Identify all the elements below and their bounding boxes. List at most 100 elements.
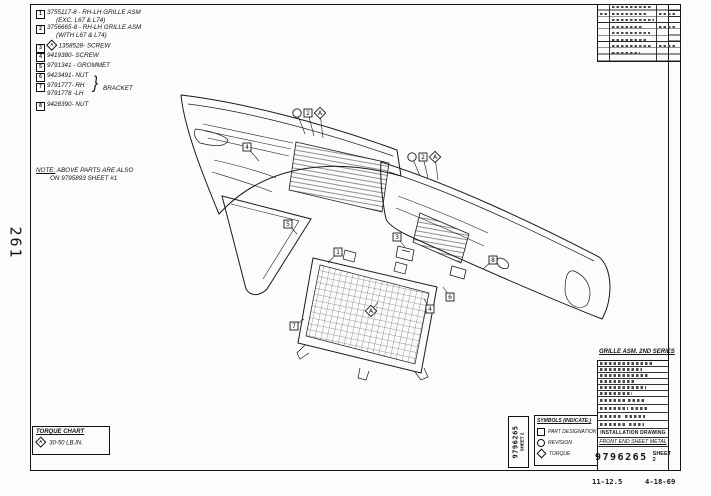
torque-a-icon: A [35,436,47,448]
illegible-text [612,19,654,21]
vertical-sheet-number: SHEET 2 [518,432,524,452]
svg-text:2: 2 [421,154,425,161]
part-text: 3756665-8 - RH-LH GRILLE ASM [47,24,142,31]
footer-reference: 11-12.5 [592,477,623,486]
title-block-row [598,391,668,397]
revision-table [597,4,681,62]
title-block-row [598,385,668,391]
illegible-text [600,13,607,15]
callout-square-2: 2 [418,152,429,179]
drawing-type: INSTALLATION DRAWING [598,429,668,438]
footer-date: 4-18-69 [645,477,676,486]
part-text: 9423491- NUT [47,72,89,79]
svg-text:3: 3 [395,234,399,241]
illegible-text [659,45,676,47]
right-margin-strip [668,4,669,470]
illegible-text [600,362,655,365]
callout-circle [407,152,421,177]
drawing-number-row: 9796265 SHEET 2 [595,447,671,467]
part-text: 9791777- RH [47,82,85,89]
vertical-sheet-label: 9796265 SHEET 2 [508,416,529,468]
left-grille-frame [180,94,402,215]
part-marker-square: 2 [36,25,45,34]
revision-col-line [609,4,610,61]
svg-text:1: 1 [336,249,340,256]
svg-text:A: A [369,308,374,315]
part-marker-square: 1 [36,10,45,19]
illegible-text [600,399,626,402]
note: NOTE: ABOVE PARTS ARE ALSO ON 9795893 SH… [36,167,133,182]
title-block-row [598,379,668,385]
svg-text:7: 7 [292,323,296,330]
part-text-cont: 9791778 -LH [47,90,84,97]
illegible-text [612,39,646,41]
note-text: ABOVE PARTS ARE ALSO [55,167,134,174]
symbols-label: PART DESIGNATION [548,428,597,435]
callout-square-8: 8 [482,255,498,270]
torque-chart-row: A 30-50 LB.IN. [35,436,106,448]
part-text-cont: (EXC. L67 & L74) [56,16,106,24]
note-text-2: ON 9795893 SHEET #1 [50,174,118,182]
sheet-border [30,4,681,471]
svg-text:6: 6 [448,294,452,301]
illegible-text [612,45,652,47]
symbols-title: SYMBOLS (INDICATE:) [537,418,592,424]
illegible-text [600,386,647,389]
part-text-cont: (WITH L67 & L74) [56,31,107,39]
drawing-number: 9796265 [595,451,648,463]
callout-square-1: 1 [327,247,343,264]
right-grille-frame [380,161,611,320]
illegible-text [659,13,677,15]
title-block: INSTALLATION DRAWING FRONT END SHEET MET… [595,360,671,470]
illegible-text [628,399,646,402]
symbols-row-revision: REVISION [537,437,598,448]
illegible-text [629,423,644,426]
grille-insert [296,249,438,381]
title-block-signature-row [598,413,668,421]
callout-diamond-A: A [313,106,327,139]
title-block-row [598,367,668,373]
part-marker-square: 8 [36,102,45,111]
part-text: 9791341 - GROMMET [47,62,110,69]
circle-symbol-icon [537,438,545,447]
bracket-brace: } [93,73,99,94]
illegible-text [612,13,648,15]
callout-square-6: 6 [442,286,455,302]
illegible-text [612,6,652,8]
small-hardware [395,245,509,280]
part-text: 9428390- NUT [47,101,89,108]
illegible-text [600,407,628,410]
callout-diamond-A: A [428,150,442,181]
note-label: NOTE: [36,167,56,174]
torque-chart-title: TORQUE CHART [36,429,85,435]
illegible-text [600,374,649,377]
illegible-text [630,407,647,410]
callout-square-7: 7 [289,318,305,331]
title-block-row [598,361,668,367]
svg-text:4: 4 [245,144,249,151]
part-text: 3755117-8 - RH-LH GRILLE ASM [47,9,141,16]
svg-text:4: 4 [428,306,432,313]
symbols-row-part: PART DESIGNATION [537,426,598,437]
svg-text:A: A [318,110,323,117]
illegible-text [659,26,675,28]
sheet-number: SHEET 2 [652,451,671,463]
illegible-text [600,423,627,426]
callout-square-5: 5 [283,219,298,235]
illegible-text [612,26,642,28]
diamond-symbol-icon [536,448,547,459]
symbols-legend: SYMBOLS (INDICATE:) PART DESIGNATION REV… [534,415,601,466]
title-block-signature-row [598,421,668,429]
torque-value: 30-50 LB.IN. [49,440,83,447]
square-symbol-icon [537,427,545,436]
